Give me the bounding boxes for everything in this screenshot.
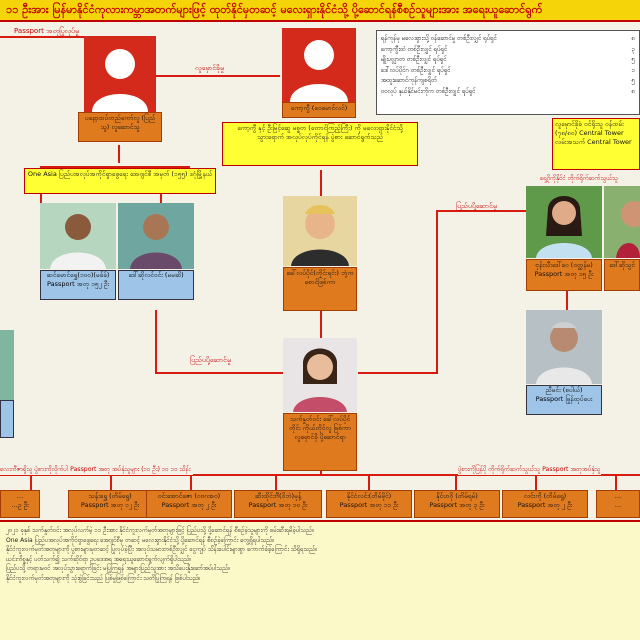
bottom-item: ဝင်းအောင်ဇော (ဝဗဂအဝ)Passport အတု ၂ ဦး [146, 490, 232, 518]
maker-photo [84, 36, 156, 112]
maker-caption: ပနော့ထပ်တည်ကော်လူ (ပြည်သူ) လူဆောင်သူ [78, 112, 162, 142]
person-silhouette-icon [290, 40, 348, 102]
bottom-item: နိုင်ငံလင်း(တိမ်မိုင်)Passport အတု ၁၁ ဦး [326, 490, 412, 518]
person-photo-icon [526, 186, 602, 258]
passport-label: Passport အတုပြုလုပ်မှု [14, 27, 80, 35]
broker-photo [282, 28, 356, 102]
list-item: ရန်ကုန်မှ မလေးရှားသို့ ဝန်ဆောင်မှု တစ်ဦး… [381, 35, 635, 42]
right-caption-1: ဗုန်းသီးဒေါ်ဝေ (ဝတ္ထန်မ) Passport အတု ၁၅… [526, 259, 602, 291]
fee-list: ရန်ကုန်မှ မလေးရှားသို့ ဝန်ဆောင်မှု တစ်ဦး… [376, 30, 640, 115]
narrative-text: ၂၀၂၁ ခုနှစ် သက်နှုတ်ဝင်း အလုပ်လက်မဲ့ ၁၁ … [0, 520, 640, 640]
person-photo-icon [526, 310, 602, 384]
bottom-item: လင်းကို (တိမ်ရွေ)Passport အတု ၂ ဦး [502, 490, 588, 518]
person-silhouette-icon [92, 49, 148, 112]
right-photo-2 [604, 186, 640, 258]
list-item: ကော့ကွီးထံ တစ်ဦးလျှင် ရုပ်ရှင်၃ [381, 45, 635, 53]
right-contact-label: ရှေ့ဂိုကိုနိုင်ငံ တိုက်ရိုက်ဆက်သွယ်သူ [540, 175, 618, 182]
list-item: ဝဝလုပ် နှယ်နိုင်မင်းကိုက တစ်ဦးလျှင် ရုပ်… [381, 87, 635, 95]
narrative-paragraph: နိုင်ငံကူးလက်မှတ်အတုများကို သုံးစွဲခြင်း… [6, 574, 201, 582]
bottom-item: …… [596, 490, 640, 518]
narrative-paragraph: ၂၀၂၁ ခုနှစ် သက်နှုတ်ဝင်း အလုပ်လက်မဲ့ ၁၁ … [6, 527, 314, 534]
bottom-label-left: လေးကီဇာရှိသူ ပွဲစားကိုလိုက်ပါ Passport အ… [0, 466, 194, 475]
bottom-label-right: ပွဲစားကိုပြန်ပို တိုက်ရိုက်ဆက်သွယ်သူ Pas… [458, 466, 601, 475]
broker-caption: ကော့ကွီ (ဝေမောင်လင်) [282, 102, 356, 118]
right-photo-1 [526, 186, 602, 258]
transfer-label-left: ပြည်ပပို့ဆောင်မှု [190, 356, 231, 364]
center-top-caption: ခေါ်လပ်ပိုင်(တိုင်းရင်း) ဘုံ့ကစောင်ဖြစ်က… [283, 267, 357, 311]
right-caption-3: ညီမင်း (စပါယ်) Passport ဖြုန်ထုပ်ပေး [526, 385, 602, 415]
list-item: ဒေါ်လပ်ပိုင်ဂ တစ်ဦးလျှင် ရုပ်ရှင်၁ [381, 66, 635, 74]
narrative-paragraph: ပြည်ပသို့ တရားမဝင် အလုပ်သွားရောက်ခြင်း မ… [6, 565, 230, 572]
person-caption-1: ဆင်မောင်ရွှေ(၁၀၀)(မခ်ခ်) Passport အတု ၁၅… [40, 270, 116, 300]
center-note: သက်နှုတ်ဝင်း ခေါ်လပ်ပိုင်တိုင်း ကိုယ်တို… [283, 413, 357, 471]
passport-count: Passport ဖြုန်ထုပ်ပေး [535, 395, 593, 403]
narrative-paragraph: နိုင်ငံကူးလက်မှတ်အတုများကို ပွဲစားများမှ… [6, 546, 317, 553]
person-photo-icon [118, 203, 194, 269]
narrative-paragraph: One Asia ပြည်ပအလုပ်အကိုင်ရှာဖွေရေး အေဂျင… [6, 536, 275, 544]
narrative-paragraph: ယင်းကိစ္စနှင့် ပတ်သက်၍ သက်ဆိုင်ရာ ဥပဒေအရ… [6, 555, 192, 563]
center-top-photo [283, 196, 357, 266]
list-item: မျိုးပလ္လာတ တစ်ဦးလျှင် ရုပ်ရှင်၅ [381, 56, 635, 63]
right-photo-3 [526, 310, 602, 384]
bottom-item: ဆီးထိုင်ဘီ(ဝိဘဲ)မုန့်Passport အတု ၁၀ ဦး [234, 490, 322, 518]
right-caption-2: ဒေါ်ဆိုသွင် [604, 259, 640, 291]
person-photo-icon [283, 338, 357, 412]
passport-count: Passport အတု ၁၅၂ ဦး [47, 280, 109, 288]
cropped-photo [0, 330, 14, 400]
list-item: အထူးဆောင်ကုန်ကျစရိတ်၅ [381, 77, 635, 84]
right-top-note: လူမှောင်ခိုခံ ဝင်ရိုးသူ ဝန်ထမ်း (၇၈/၈၀) … [552, 118, 640, 170]
broker-note: ကော့ကွီ နှင့် ဦးမြင့်ဆွေ မစ္စတ (တောင်ကြည… [222, 122, 418, 166]
smuggle-label: လူမှောင်ခိုမှု [195, 64, 225, 72]
center-photo [283, 338, 357, 412]
bottom-item: သန်းရွှေ (တိမ်ရွေ)Passport အတု ၁၂ ဦး [68, 490, 152, 518]
bottom-item: နိုင်ဟဝို (တိမ်ရမ်)Passport အတု ၃ ဦး [414, 490, 500, 518]
person-photo-icon [40, 203, 116, 269]
person-caption-2: ဒေါ်ဆိုလင်ဝင်း (မမဆိ) [118, 270, 194, 300]
person-photo-2 [118, 203, 194, 269]
transfer-label-right: ပြည်ပပို့ဆောင်မှု [456, 202, 497, 210]
person-photo-1 [40, 203, 116, 269]
oneasia-note: One Asia ပြည်ပအလုပ်အကိုင်ရှာဖွေရေး အေဂျင… [24, 168, 216, 194]
page-title: ၁၁ ဦးအား မြန်မာနိုင်ငံကုလားကမ္ဘာအတက်များ… [0, 0, 640, 22]
passport-count: Passport အတု ၁၅ ဦး [534, 270, 594, 278]
person-photo-icon [604, 186, 640, 258]
cropped-caption [0, 400, 14, 438]
bottom-item: ……ဥ ဦး [0, 490, 40, 518]
person-photo-icon [283, 196, 357, 266]
